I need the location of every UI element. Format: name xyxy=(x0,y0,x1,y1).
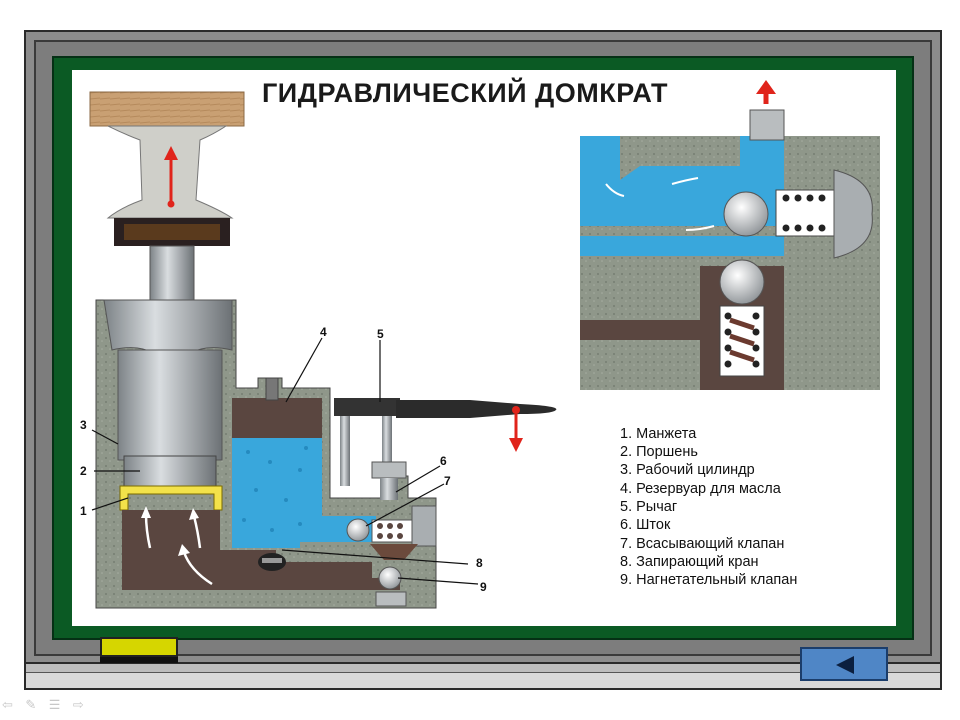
valve-detail-inset xyxy=(580,80,880,390)
back-arrow-icon[interactable]: ⇦ xyxy=(2,697,13,712)
chalk-piece xyxy=(100,637,178,663)
discharge-valve-ball xyxy=(378,566,402,590)
lift-arrow-icon xyxy=(164,146,178,160)
inset-up-arrow-icon xyxy=(756,80,776,94)
left-triangle-icon xyxy=(836,656,854,674)
oil-reservoir-top xyxy=(232,398,322,438)
load-block xyxy=(89,91,245,127)
lever-pivot xyxy=(334,398,400,416)
page-title: ГИДРАВЛИЧЕСКИЙ ДОМКРАТ xyxy=(262,78,669,108)
forward-arrow-icon[interactable]: ⇨ xyxy=(72,697,84,712)
slideshow-toolbar: ⇦ ✎ ☰ ⇨ xyxy=(2,696,92,716)
lever-handle xyxy=(396,400,557,418)
piston-rod xyxy=(149,245,195,307)
suction-valve-ball xyxy=(346,518,370,542)
callout-9: 9 xyxy=(480,580,487,594)
piston xyxy=(123,455,217,489)
legend-item-8: 8. Запирающий кран xyxy=(620,554,759,570)
oil-reservoir xyxy=(232,438,376,548)
press-arrow-icon xyxy=(509,438,523,452)
inset-ball-valve xyxy=(723,191,769,237)
legend-item-1: 1. Манжета xyxy=(620,426,697,442)
back-button[interactable] xyxy=(800,647,888,681)
callout-7: 7 xyxy=(444,474,451,488)
pressure-chamber xyxy=(122,510,400,590)
callout-3: 3 xyxy=(80,418,87,432)
legend-item-3: 3. Рабочий цилиндр xyxy=(620,462,755,478)
inset-lower-ball xyxy=(719,259,765,305)
callout-5: 5 xyxy=(377,327,384,341)
legend-item-5: 5. Рычаг xyxy=(620,499,678,515)
jack-diagram xyxy=(89,91,557,609)
legend-item-4: 4. Резервуар для масла xyxy=(620,481,781,497)
callout-2: 2 xyxy=(80,464,87,478)
legend-item-7: 7. Всасывающий клапан xyxy=(620,536,785,552)
legend-item-6: 6. Шток xyxy=(620,517,671,533)
legend-item-9: 9. Нагнетательный клапан xyxy=(620,572,798,588)
menu-icon[interactable]: ☰ xyxy=(48,697,61,712)
callout-1: 1 xyxy=(80,504,87,518)
pen-icon[interactable]: ✎ xyxy=(25,697,37,712)
callout-6: 6 xyxy=(440,454,447,468)
working-cylinder xyxy=(117,349,223,461)
callout-8: 8 xyxy=(476,556,483,570)
callout-4: 4 xyxy=(320,325,327,339)
legend-item-2: 2. Поршень xyxy=(620,444,698,460)
chalk-tray xyxy=(24,662,942,690)
